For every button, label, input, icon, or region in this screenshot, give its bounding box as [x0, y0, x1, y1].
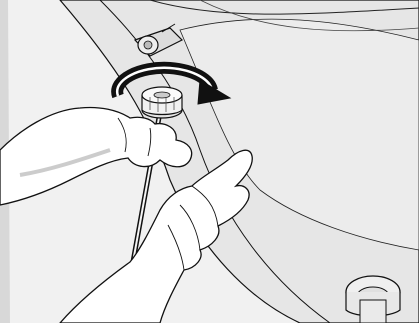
adjustment-knob: [142, 87, 182, 118]
